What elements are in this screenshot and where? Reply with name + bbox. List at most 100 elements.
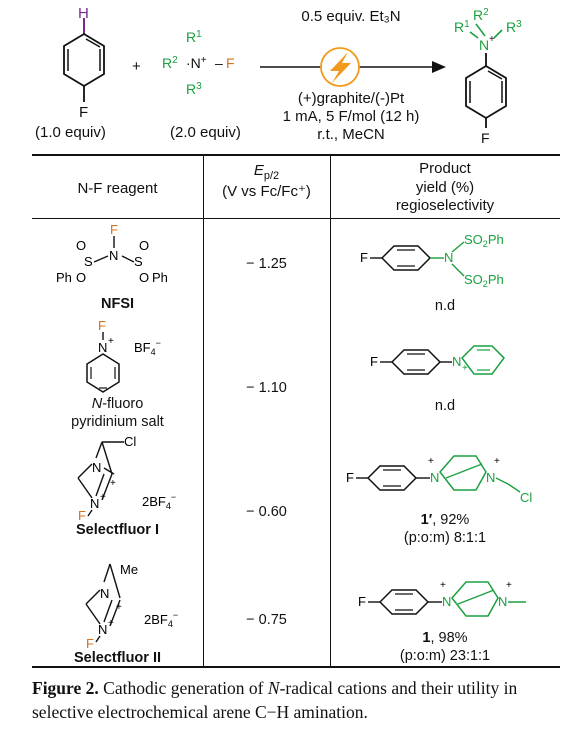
table-header-rule bbox=[32, 218, 560, 219]
nfsi-product-structure: F N SO2Ph SO2Ph bbox=[360, 232, 504, 289]
svg-text:+: + bbox=[116, 602, 122, 613]
pyridinium-structure: F N + BF4− bbox=[86, 318, 161, 393]
svg-text:F: F bbox=[346, 470, 354, 485]
reagent-name: Selectfluor I bbox=[76, 522, 159, 538]
svg-text:Me: Me bbox=[120, 562, 138, 577]
svg-text:F: F bbox=[110, 222, 118, 237]
svg-text:+: + bbox=[440, 580, 446, 591]
svg-text:+: + bbox=[108, 336, 114, 347]
header-product: Product bbox=[419, 160, 471, 177]
svg-text:N: N bbox=[486, 470, 495, 485]
svg-text:Cl: Cl bbox=[520, 490, 532, 505]
svg-text:R1: R1 bbox=[186, 29, 202, 45]
reaction-arrow-icon bbox=[260, 47, 446, 87]
header-regioselectivity: regioselectivity bbox=[395, 197, 495, 214]
table-top-rule bbox=[32, 154, 560, 156]
svg-text:+: + bbox=[506, 580, 512, 591]
svg-text:F: F bbox=[98, 318, 106, 333]
lightning-bolt-icon bbox=[330, 52, 351, 83]
svg-text:R1: R1 bbox=[454, 19, 470, 35]
reagent-name-line2: pyridinium salt bbox=[71, 414, 164, 430]
hydrogen-atom-label: H bbox=[78, 5, 89, 22]
potential-value: − 0.60 bbox=[246, 504, 287, 520]
svg-text:F: F bbox=[370, 354, 378, 369]
svg-text:N: N bbox=[452, 354, 461, 369]
svg-text:2BF4−: 2BF4− bbox=[144, 610, 178, 629]
svg-text:SO2Ph: SO2Ph bbox=[464, 232, 504, 249]
condition-temperature-solvent: r.t., MeCN bbox=[317, 126, 385, 143]
svg-text:+: + bbox=[494, 456, 500, 467]
selectfluor-1-product-structure: F + N N + Cl bbox=[346, 455, 532, 505]
svg-text:+: + bbox=[489, 34, 495, 45]
nfsi-structure: F N O S O O S O Ph Ph bbox=[56, 222, 168, 285]
svg-text:F: F bbox=[78, 508, 86, 520]
product-structure: R2 R1 R3 N + F bbox=[454, 7, 522, 146]
condition-current: 1 mA, 5 F/mol (12 h) bbox=[282, 108, 420, 125]
svg-text:O: O bbox=[76, 270, 86, 285]
svg-text:N: N bbox=[100, 586, 109, 601]
svg-text:+: + bbox=[462, 363, 468, 374]
svg-text:N: N bbox=[92, 460, 101, 475]
header-yield: yield (%) bbox=[415, 179, 475, 196]
svg-text:SO2Ph: SO2Ph bbox=[464, 272, 504, 289]
column-divider-1 bbox=[203, 156, 204, 666]
svg-text:N: N bbox=[498, 594, 507, 609]
column-divider-2 bbox=[330, 156, 331, 666]
header-reagent: N-F reagent bbox=[77, 180, 158, 197]
reagent-name: NFSI bbox=[100, 296, 135, 312]
reagent-equiv: (2.0 equiv) bbox=[170, 124, 241, 141]
svg-text:Cl: Cl bbox=[124, 434, 136, 449]
substrate-equiv: (1.0 equiv) bbox=[35, 124, 106, 141]
reagent-name: N-fluoro bbox=[91, 396, 144, 412]
table-bottom-rule bbox=[32, 666, 560, 668]
svg-text:R3: R3 bbox=[506, 19, 522, 35]
pyridinium-product-structure: F N + bbox=[370, 345, 505, 375]
reagent-name: Selectfluor II bbox=[73, 650, 162, 666]
product-yield: n.d bbox=[434, 398, 456, 414]
svg-text:O: O bbox=[139, 270, 149, 285]
svg-text:O: O bbox=[76, 238, 86, 253]
svg-text:N: N bbox=[430, 470, 439, 485]
svg-text:F: F bbox=[226, 55, 235, 71]
svg-text:+: + bbox=[108, 618, 114, 629]
svg-text:R3: R3 bbox=[186, 81, 202, 97]
figure-label: Figure 2. bbox=[32, 678, 99, 698]
selectfluor-2-structure: Me N + N + F 2BF4− bbox=[85, 562, 178, 650]
svg-text:F: F bbox=[86, 636, 94, 650]
potential-value: − 1.25 bbox=[246, 256, 287, 272]
svg-text:+: + bbox=[110, 478, 116, 489]
svg-text:N: N bbox=[98, 340, 107, 355]
reagent-structure: R1 R2 ·N+ – F R3 bbox=[162, 29, 235, 97]
svg-text:Ph: Ph bbox=[152, 270, 168, 285]
svg-text:BF4−: BF4− bbox=[134, 338, 161, 357]
figure-caption: Figure 2. Cathodic generation of N-radic… bbox=[32, 678, 518, 722]
selectfluor-2-product-structure: F + N N + bbox=[358, 580, 526, 617]
potential-value: − 1.10 bbox=[246, 380, 287, 396]
svg-text:–: – bbox=[215, 55, 223, 71]
svg-text:Ph: Ph bbox=[56, 270, 72, 285]
plus-sign: + bbox=[132, 58, 141, 75]
svg-text:N: N bbox=[109, 248, 118, 263]
svg-text:S: S bbox=[84, 254, 93, 269]
header-potential: Ep/2 bbox=[253, 162, 280, 182]
svg-text:R2: R2 bbox=[162, 55, 178, 71]
svg-text:F: F bbox=[481, 130, 490, 146]
condition-electrodes: (+)graphite/(-)Pt bbox=[297, 90, 405, 107]
header-potential-units: (V vs Fc/Fc⁺) bbox=[222, 183, 311, 200]
selectfluor-1-structure: N Cl + N + F 2BF4− bbox=[77, 434, 176, 520]
product-yield: 1, 98% bbox=[422, 630, 468, 646]
svg-text:N: N bbox=[442, 594, 451, 609]
svg-text:2BF4−: 2BF4− bbox=[142, 492, 176, 511]
svg-text:S: S bbox=[134, 254, 143, 269]
svg-text:+: + bbox=[428, 456, 434, 467]
product-regioselectivity: (p:o:m) 8:1:1 bbox=[403, 530, 487, 546]
svg-text:O: O bbox=[139, 238, 149, 253]
svg-text:N: N bbox=[98, 622, 107, 637]
svg-text:·N+: ·N+ bbox=[186, 55, 207, 71]
fluorine-atom-label: F bbox=[79, 104, 88, 121]
product-yield: 1′, 92% bbox=[420, 512, 470, 528]
potential-value: − 0.75 bbox=[246, 612, 287, 628]
svg-text:N: N bbox=[444, 250, 453, 265]
svg-text:F: F bbox=[360, 250, 368, 265]
svg-text:R2: R2 bbox=[473, 7, 489, 23]
